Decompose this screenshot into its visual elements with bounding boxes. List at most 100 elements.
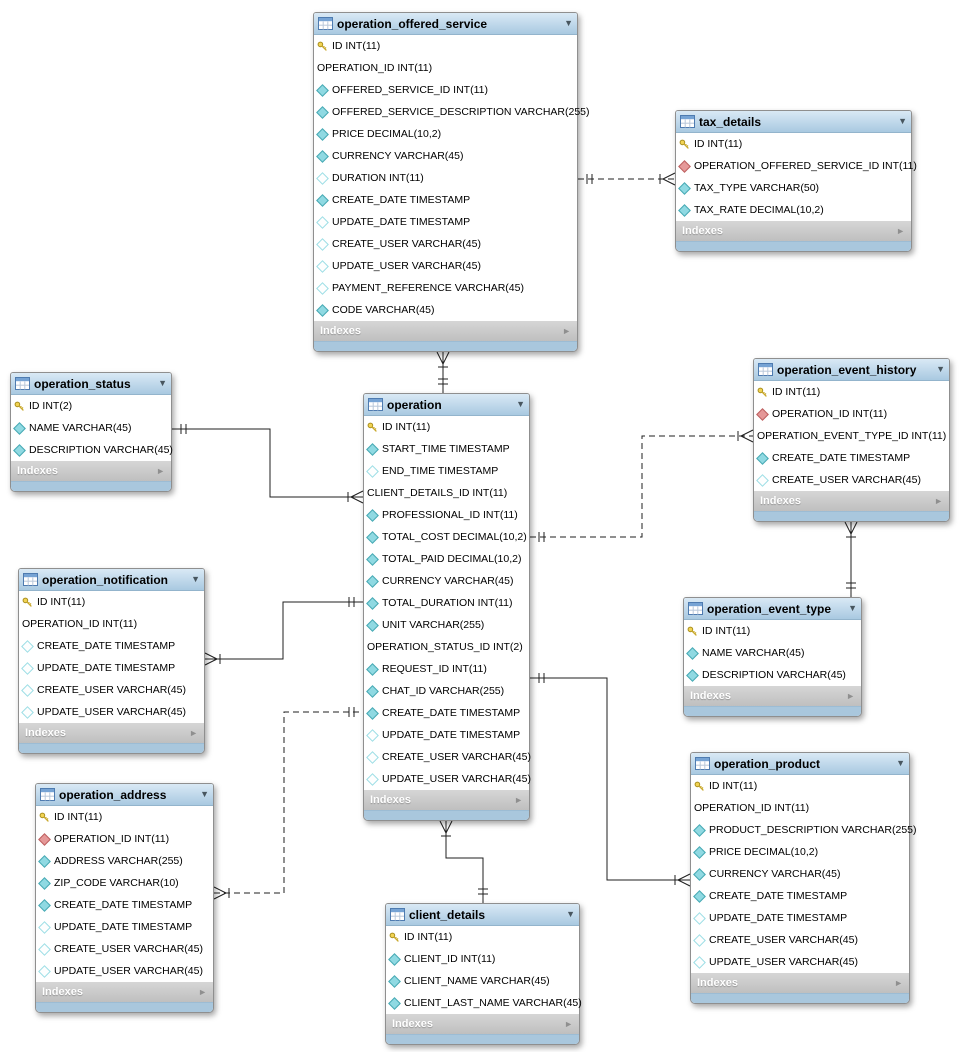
column-row[interactable]: UPDATE_DATE TIMESTAMP <box>36 916 213 938</box>
column-row[interactable]: PRICE DECIMAL(10,2) <box>691 841 909 863</box>
relationship-operation-client_details[interactable] <box>439 820 488 903</box>
column-row[interactable]: CLIENT_NAME VARCHAR(45) <box>386 970 579 992</box>
indexes-footer[interactable]: Indexes► <box>386 1014 579 1034</box>
column-row[interactable]: CURRENCY VARCHAR(45) <box>691 863 909 885</box>
indexes-footer[interactable]: Indexes► <box>11 461 171 481</box>
column-row[interactable]: PROFESSIONAL_ID INT(11) <box>364 504 529 526</box>
expand-arrow-icon[interactable]: ► <box>894 978 903 988</box>
expand-arrow-icon[interactable]: ► <box>846 691 855 701</box>
column-row[interactable]: OPERATION_ID INT(11) <box>691 797 909 819</box>
column-row[interactable]: UPDATE_DATE TIMESTAMP <box>691 907 909 929</box>
table-header[interactable]: operation_product▼ <box>691 753 909 775</box>
table-header[interactable]: operation_offered_service▼ <box>314 13 577 35</box>
column-row[interactable]: CODE VARCHAR(45) <box>314 299 577 321</box>
relationship-operation_notification-operation[interactable] <box>204 597 363 666</box>
column-row[interactable]: NAME VARCHAR(45) <box>684 642 861 664</box>
entity-table-operation_notification[interactable]: operation_notification▼ID INT(11)OPERATI… <box>18 568 205 754</box>
entity-table-client_details[interactable]: client_details▼ID INT(11)CLIENT_ID INT(1… <box>385 903 582 1045</box>
column-row[interactable]: OPERATION_STATUS_ID INT(2) <box>364 636 529 658</box>
entity-table-operation[interactable]: operation▼ID INT(11)START_TIME TIMESTAMP… <box>363 393 531 821</box>
collapse-caret-icon[interactable]: ▼ <box>564 18 573 28</box>
column-row[interactable]: UPDATE_DATE TIMESTAMP <box>364 724 529 746</box>
collapse-caret-icon[interactable]: ▼ <box>158 378 167 388</box>
column-row[interactable]: ID INT(2) <box>11 395 171 417</box>
column-row[interactable]: CLIENT_ID INT(11) <box>386 948 579 970</box>
column-row[interactable]: UNIT VARCHAR(255) <box>364 614 529 636</box>
column-row[interactable]: ADDRESS VARCHAR(255) <box>36 850 213 872</box>
column-row[interactable]: ZIP_CODE VARCHAR(10) <box>36 872 213 894</box>
column-row[interactable]: DESCRIPTION VARCHAR(45) <box>684 664 861 686</box>
relationship-operation_offered_service-tax_details[interactable] <box>578 172 676 186</box>
expand-arrow-icon[interactable]: ► <box>198 987 207 997</box>
column-row[interactable]: ID INT(11) <box>691 775 909 797</box>
indexes-footer[interactable]: Indexes► <box>754 491 949 511</box>
column-row[interactable]: CLIENT_DETAILS_ID INT(11) <box>364 482 529 504</box>
column-row[interactable]: UPDATE_USER VARCHAR(45) <box>691 951 909 973</box>
column-row[interactable]: CREATE_DATE TIMESTAMP <box>691 885 909 907</box>
column-row[interactable]: OPERATION_OFFERED_SERVICE_ID INT(11) <box>676 155 917 177</box>
collapse-caret-icon[interactable]: ▼ <box>516 399 525 409</box>
indexes-footer[interactable]: Indexes► <box>691 973 909 993</box>
expand-arrow-icon[interactable]: ► <box>189 728 198 738</box>
entity-table-operation_event_type[interactable]: operation_event_type▼ID INT(11)NAME VARC… <box>683 597 862 717</box>
column-row[interactable]: ID INT(11) <box>19 591 204 613</box>
expand-arrow-icon[interactable]: ► <box>934 496 943 506</box>
entity-table-operation_offered_service[interactable]: operation_offered_service▼ID INT(11)OPER… <box>313 12 590 352</box>
column-row[interactable]: TOTAL_PAID DECIMAL(10,2) <box>364 548 529 570</box>
expand-arrow-icon[interactable]: ► <box>562 326 571 336</box>
entity-table-operation_address[interactable]: operation_address▼ID INT(11)OPERATION_ID… <box>35 783 214 1013</box>
column-row[interactable]: REQUEST_ID INT(11) <box>364 658 529 680</box>
table-header[interactable]: operation_event_type▼ <box>684 598 861 620</box>
column-row[interactable]: TAX_TYPE VARCHAR(50) <box>676 177 911 199</box>
column-row[interactable]: OPERATION_ID INT(11) <box>754 403 949 425</box>
column-row[interactable]: CREATE_DATE TIMESTAMP <box>19 635 204 657</box>
column-row[interactable]: OPERATION_ID INT(11) <box>314 57 577 79</box>
table-header[interactable]: operation_status▼ <box>11 373 171 395</box>
column-row[interactable]: CREATE_DATE TIMESTAMP <box>754 447 949 469</box>
collapse-caret-icon[interactable]: ▼ <box>566 909 575 919</box>
expand-arrow-icon[interactable]: ► <box>156 466 165 476</box>
column-row[interactable]: TOTAL_COST DECIMAL(10,2) <box>364 526 529 548</box>
column-row[interactable]: OPERATION_EVENT_TYPE_ID INT(11) <box>754 425 949 447</box>
column-row[interactable]: CHAT_ID VARCHAR(255) <box>364 680 529 702</box>
column-row[interactable]: TAX_RATE DECIMAL(10,2) <box>676 199 911 221</box>
column-row[interactable]: CURRENCY VARCHAR(45) <box>314 145 577 167</box>
column-row[interactable]: END_TIME TIMESTAMP <box>364 460 529 482</box>
indexes-footer[interactable]: Indexes► <box>314 321 577 341</box>
column-row[interactable]: ID INT(11) <box>684 620 861 642</box>
column-row[interactable]: DURATION INT(11) <box>314 167 577 189</box>
column-row[interactable]: OPERATION_ID INT(11) <box>19 613 204 635</box>
indexes-footer[interactable]: Indexes► <box>19 723 204 743</box>
column-row[interactable]: CREATE_USER VARCHAR(45) <box>691 929 909 951</box>
expand-arrow-icon[interactable]: ► <box>514 795 523 805</box>
column-row[interactable]: PRICE DECIMAL(10,2) <box>314 123 577 145</box>
column-row[interactable]: CLIENT_LAST_NAME VARCHAR(45) <box>386 992 582 1014</box>
column-row[interactable]: ID INT(11) <box>386 926 579 948</box>
relationship-operation_offered_service-operation[interactable] <box>436 351 450 393</box>
column-row[interactable]: OFFERED_SERVICE_ID INT(11) <box>314 79 577 101</box>
expand-arrow-icon[interactable]: ► <box>896 226 905 236</box>
column-row[interactable]: ID INT(11) <box>676 133 911 155</box>
column-row[interactable]: CREATE_DATE TIMESTAMP <box>364 702 529 724</box>
table-header[interactable]: operation_event_history▼ <box>754 359 949 381</box>
column-row[interactable]: ID INT(11) <box>364 416 529 438</box>
entity-table-operation_status[interactable]: operation_status▼ID INT(2)NAME VARCHAR(4… <box>10 372 173 492</box>
table-header[interactable]: client_details▼ <box>386 904 579 926</box>
column-row[interactable]: UPDATE_USER VARCHAR(45) <box>19 701 204 723</box>
entity-table-operation_product[interactable]: operation_product▼ID INT(11)OPERATION_ID… <box>690 752 917 1004</box>
table-header[interactable]: operation_notification▼ <box>19 569 204 591</box>
collapse-caret-icon[interactable]: ▼ <box>191 574 200 584</box>
column-row[interactable]: NAME VARCHAR(45) <box>11 417 171 439</box>
column-row[interactable]: OFFERED_SERVICE_DESCRIPTION VARCHAR(255) <box>314 101 590 123</box>
collapse-caret-icon[interactable]: ▼ <box>936 364 945 374</box>
column-row[interactable]: TOTAL_DURATION INT(11) <box>364 592 529 614</box>
column-row[interactable]: CREATE_USER VARCHAR(45) <box>36 938 213 960</box>
column-row[interactable]: CREATE_USER VARCHAR(45) <box>754 469 949 491</box>
indexes-footer[interactable]: Indexes► <box>364 790 529 810</box>
table-header[interactable]: operation▼ <box>364 394 529 416</box>
column-row[interactable]: CREATE_DATE TIMESTAMP <box>36 894 213 916</box>
column-row[interactable]: CREATE_USER VARCHAR(45) <box>19 679 204 701</box>
column-row[interactable]: ID INT(11) <box>314 35 577 57</box>
collapse-caret-icon[interactable]: ▼ <box>896 758 905 768</box>
collapse-caret-icon[interactable]: ▼ <box>898 116 907 126</box>
